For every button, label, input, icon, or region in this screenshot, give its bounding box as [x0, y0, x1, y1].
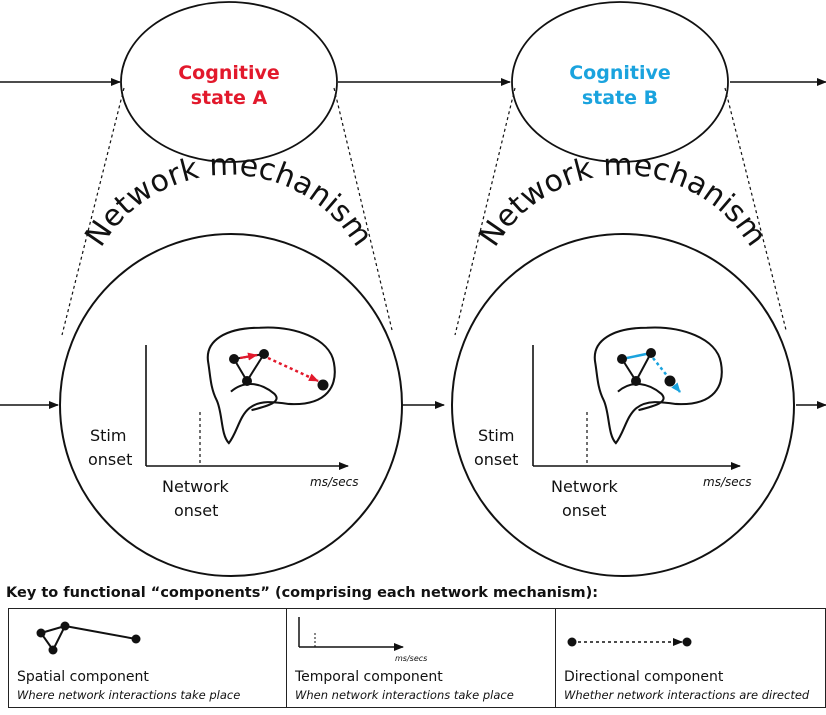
network-mechanism-b: Network mechanism Stim onset Network ons… — [451, 147, 795, 577]
network-onset-a-line1: Network — [162, 477, 230, 496]
stim-onset-a-line2: onset — [88, 450, 132, 469]
zoom-lines — [61, 87, 787, 336]
directional-component-desc: Whether network interactions are directe… — [564, 688, 810, 702]
state-a-label-line2: state A — [191, 87, 268, 109]
state-b-label-line1: Cognitive — [569, 62, 671, 84]
time-axes-a — [145, 345, 349, 470]
temporal-component-desc: When network interactions take place — [295, 688, 514, 702]
network-onset-b-line1: Network — [551, 477, 619, 496]
state-a-label-line1: Cognitive — [178, 62, 280, 84]
network-nodes-a — [229, 349, 329, 391]
key-title: Key to functional “components” (comprisi… — [6, 585, 599, 601]
key-temporal: ms/secs Temporal component When network … — [287, 609, 556, 707]
brain-a-icon — [206, 326, 336, 445]
directional-component-name: Directional component — [564, 669, 724, 685]
network-mechanism-a: Network mechanism Stim onset Network on — [59, 147, 403, 577]
brain-b-icon — [593, 326, 723, 445]
network-onset-b-line2: onset — [562, 501, 606, 520]
network-nodes-b — [617, 348, 681, 393]
stim-onset-b-line2: onset — [474, 450, 518, 469]
time-unit-b: ms/secs — [703, 475, 751, 489]
temporal-component-unit: ms/secs — [395, 654, 427, 663]
directional-component-icon — [567, 637, 692, 647]
temporal-component-icon: ms/secs — [298, 617, 427, 663]
state-b-label-line2: state B — [582, 87, 658, 109]
spatial-component-name: Spatial component — [17, 669, 149, 685]
spatial-component-icon — [36, 621, 141, 655]
network-onset-a-line2: onset — [174, 501, 218, 520]
temporal-component-name: Temporal component — [295, 669, 443, 685]
key-directional: Directional component Whether network in… — [556, 609, 826, 707]
time-axes-b — [532, 345, 741, 470]
stim-onset-b-line1: Stim — [478, 426, 514, 445]
stim-onset-a-line1: Stim — [90, 426, 126, 445]
key-spatial: Spatial component Where network interact… — [9, 609, 287, 707]
cognitive-state-b: Cognitive state B — [511, 1, 729, 163]
spatial-component-desc: Where network interactions take place — [17, 688, 241, 702]
time-unit-a: ms/secs — [310, 475, 358, 489]
key-table: Spatial component Where network interact… — [8, 608, 826, 708]
cognitive-state-a: Cognitive state A — [120, 1, 338, 163]
